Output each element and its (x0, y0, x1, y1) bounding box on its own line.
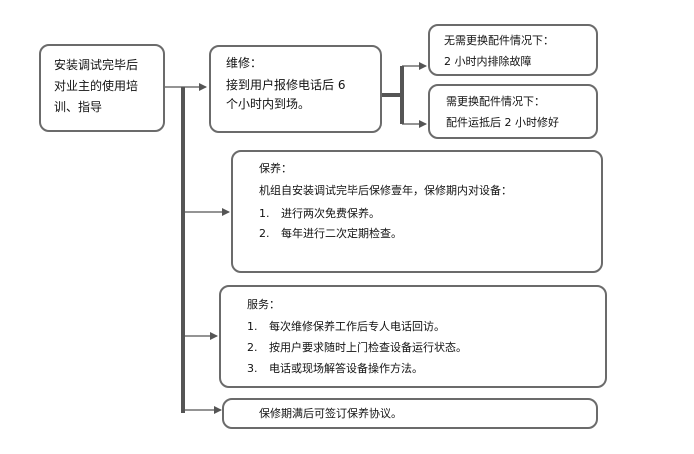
service-node (219, 285, 607, 388)
no-parts-node (428, 24, 598, 76)
start-node (39, 44, 165, 132)
start-line-1: 安装调试完毕后 (54, 58, 139, 72)
service-item-1: 1. 每次维修保养工作后专人电话回访。 (247, 319, 445, 335)
maintenance-item-2: 2. 每年进行二次定期检查。 (259, 226, 402, 242)
service-item-1-number: 1. (247, 320, 258, 333)
contract-node (222, 398, 598, 429)
maintenance-item-1: 1. 进行两次免费保养。 (259, 206, 380, 222)
maintenance-item-1-number: 1. (259, 207, 270, 220)
repair-line-2: 个小时内到场。 (226, 97, 311, 111)
service-item-2-text: 按用户要求随时上门检查设备运行状态。 (269, 341, 467, 354)
service-item-1-text: 每次维修保养工作后专人电话回访。 (269, 320, 445, 333)
service-item-3-number: 3. (247, 362, 258, 375)
no-parts-title: 无需更换配件情况下： (444, 34, 554, 47)
maintenance-item-2-number: 2. (259, 227, 270, 240)
maintenance-intro: 机组自安装调试完毕后保修壹年，保修期内对设备： (259, 184, 512, 197)
maintenance-item-2-text: 每年进行二次定期检查。 (281, 227, 402, 240)
service-item-3: 3. 电话或现场解答设备操作方法。 (247, 361, 423, 377)
contract-text: 保修期满后可签订保养协议。 (259, 407, 402, 420)
maintenance-title: 保养： (259, 162, 292, 175)
repair-node (209, 45, 382, 133)
repair-line-1: 接到用户报修电话后 6 (226, 78, 346, 92)
service-item-3-text: 电话或现场解答设备操作方法。 (269, 362, 423, 375)
service-title: 服务： (247, 298, 280, 311)
service-item-2-number: 2. (247, 341, 258, 354)
maintenance-node (231, 150, 603, 273)
service-item-2: 2. 按用户要求随时上门检查设备运行状态。 (247, 340, 467, 356)
parts-detail: 配件运抵后 2 小时修好 (446, 116, 559, 129)
no-parts-detail: 2 小时内排除故障 (444, 55, 532, 68)
start-line-3: 训、指导 (54, 100, 103, 114)
repair-title: 维修： (226, 56, 263, 70)
parts-node (428, 84, 598, 139)
parts-title: 需更换配件情况下： (446, 95, 545, 108)
maintenance-item-1-text: 进行两次免费保养。 (281, 207, 380, 220)
start-line-2: 对业主的使用培 (54, 79, 139, 93)
